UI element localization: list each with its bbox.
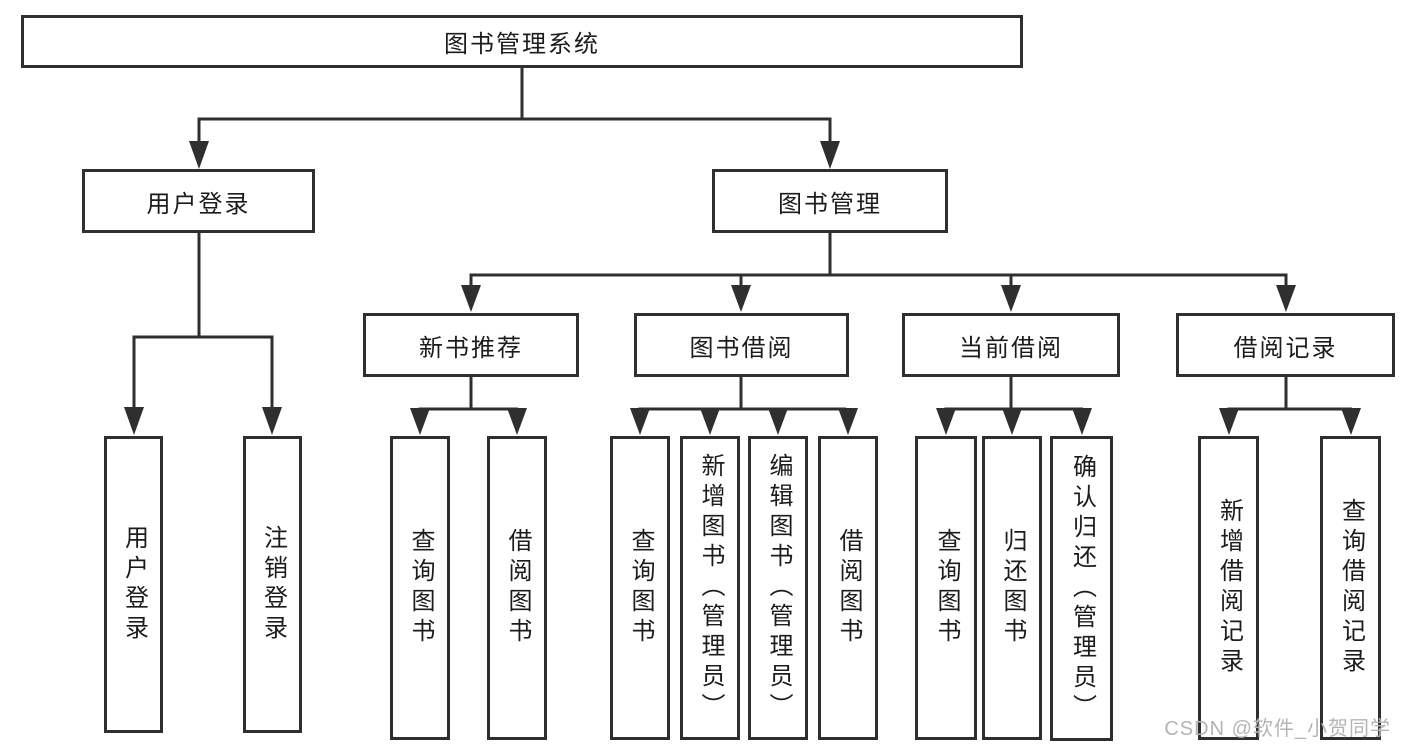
- arrowhead-icon: [262, 407, 282, 435]
- node-label: 确认归还（管理员）: [1068, 453, 1096, 724]
- node-label: 借阅记录: [1233, 334, 1338, 362]
- arrowhead-icon: [507, 408, 527, 435]
- arrowhead-icon: [461, 285, 481, 312]
- node-borrowing-records: 借阅记录: [1176, 313, 1395, 377]
- arrowhead-icon: [189, 141, 209, 169]
- node-nbr-borrow-books: 借阅图书: [487, 436, 547, 740]
- arrowhead-icon: [630, 408, 650, 435]
- csdn-watermark: CSDN @软件_小贺同学: [1164, 718, 1391, 740]
- node-label: 查询图书: [407, 528, 434, 648]
- node-cb-return-books: 归还图书: [982, 436, 1042, 740]
- arrowhead-icon: [820, 141, 840, 169]
- node-cb-confirm-return-admin: 确认归还（管理员）: [1050, 436, 1113, 741]
- node-label: 图书借阅: [689, 334, 794, 362]
- node-current-borrowing: 当前借阅: [902, 313, 1120, 377]
- arrowhead-icon: [936, 408, 956, 435]
- arrowhead-icon: [1002, 408, 1022, 435]
- arrowhead-icon: [731, 285, 751, 312]
- node-bb-query-books: 查询图书: [610, 436, 670, 740]
- node-bb-borrow-books: 借阅图书: [818, 436, 878, 740]
- node-br-add-borrow-record: 新增借阅记录: [1198, 436, 1259, 740]
- arrowhead-icon: [1341, 408, 1361, 435]
- node-new-book-recommendation: 新书推荐: [363, 313, 579, 377]
- node-label: 新增图书（管理员）: [697, 453, 724, 723]
- node-label: 新增借阅记录: [1215, 498, 1243, 678]
- node-label: 新书推荐: [419, 334, 523, 362]
- node-label: 注销登录: [259, 524, 287, 645]
- arrowhead-icon: [700, 408, 720, 435]
- arrowhead-icon: [768, 408, 788, 435]
- node-label: 归还图书: [999, 528, 1026, 648]
- node-label: 借阅图书: [835, 528, 862, 648]
- node-bb-add-books-admin: 新增图书（管理员）: [680, 436, 740, 740]
- node-label: 查询图书: [933, 528, 960, 648]
- node-label: 用户登录: [120, 524, 148, 645]
- node-label: 编辑图书（管理员）: [765, 453, 792, 723]
- node-logout: 注销登录: [243, 436, 302, 733]
- arrowheads: [124, 141, 1361, 435]
- node-bb-edit-books-admin: 编辑图书（管理员）: [748, 436, 808, 740]
- arrowhead-icon: [1001, 285, 1021, 312]
- node-label: 借阅图书: [504, 528, 531, 648]
- arrowhead-icon: [410, 408, 430, 435]
- node-user-login: 用户登录: [82, 169, 315, 233]
- arrowhead-icon: [1276, 285, 1296, 312]
- node-label: 用户登录: [146, 190, 251, 218]
- node-label: 查询图书: [627, 528, 654, 648]
- node-label: 当前借阅: [959, 334, 1063, 362]
- node-label: 查询借阅记录: [1337, 498, 1365, 678]
- arrowhead-icon: [1072, 408, 1092, 435]
- node-book-borrowing: 图书借阅: [634, 313, 849, 377]
- node-cb-query-books: 查询图书: [915, 436, 977, 740]
- node-br-query-borrow-record: 查询借阅记录: [1320, 436, 1381, 740]
- node-book-management: 图书管理: [712, 169, 948, 233]
- node-user-login-action: 用户登录: [104, 436, 163, 733]
- arrowhead-icon: [1219, 408, 1239, 435]
- node-label: 图书管理系统: [444, 31, 600, 58]
- node-label: 图书管理: [778, 190, 882, 218]
- node-nbr-query-books: 查询图书: [390, 436, 450, 740]
- arrowhead-icon: [124, 407, 144, 435]
- arrowhead-icon: [838, 408, 858, 435]
- node-library-management-system: 图书管理系统: [21, 15, 1023, 68]
